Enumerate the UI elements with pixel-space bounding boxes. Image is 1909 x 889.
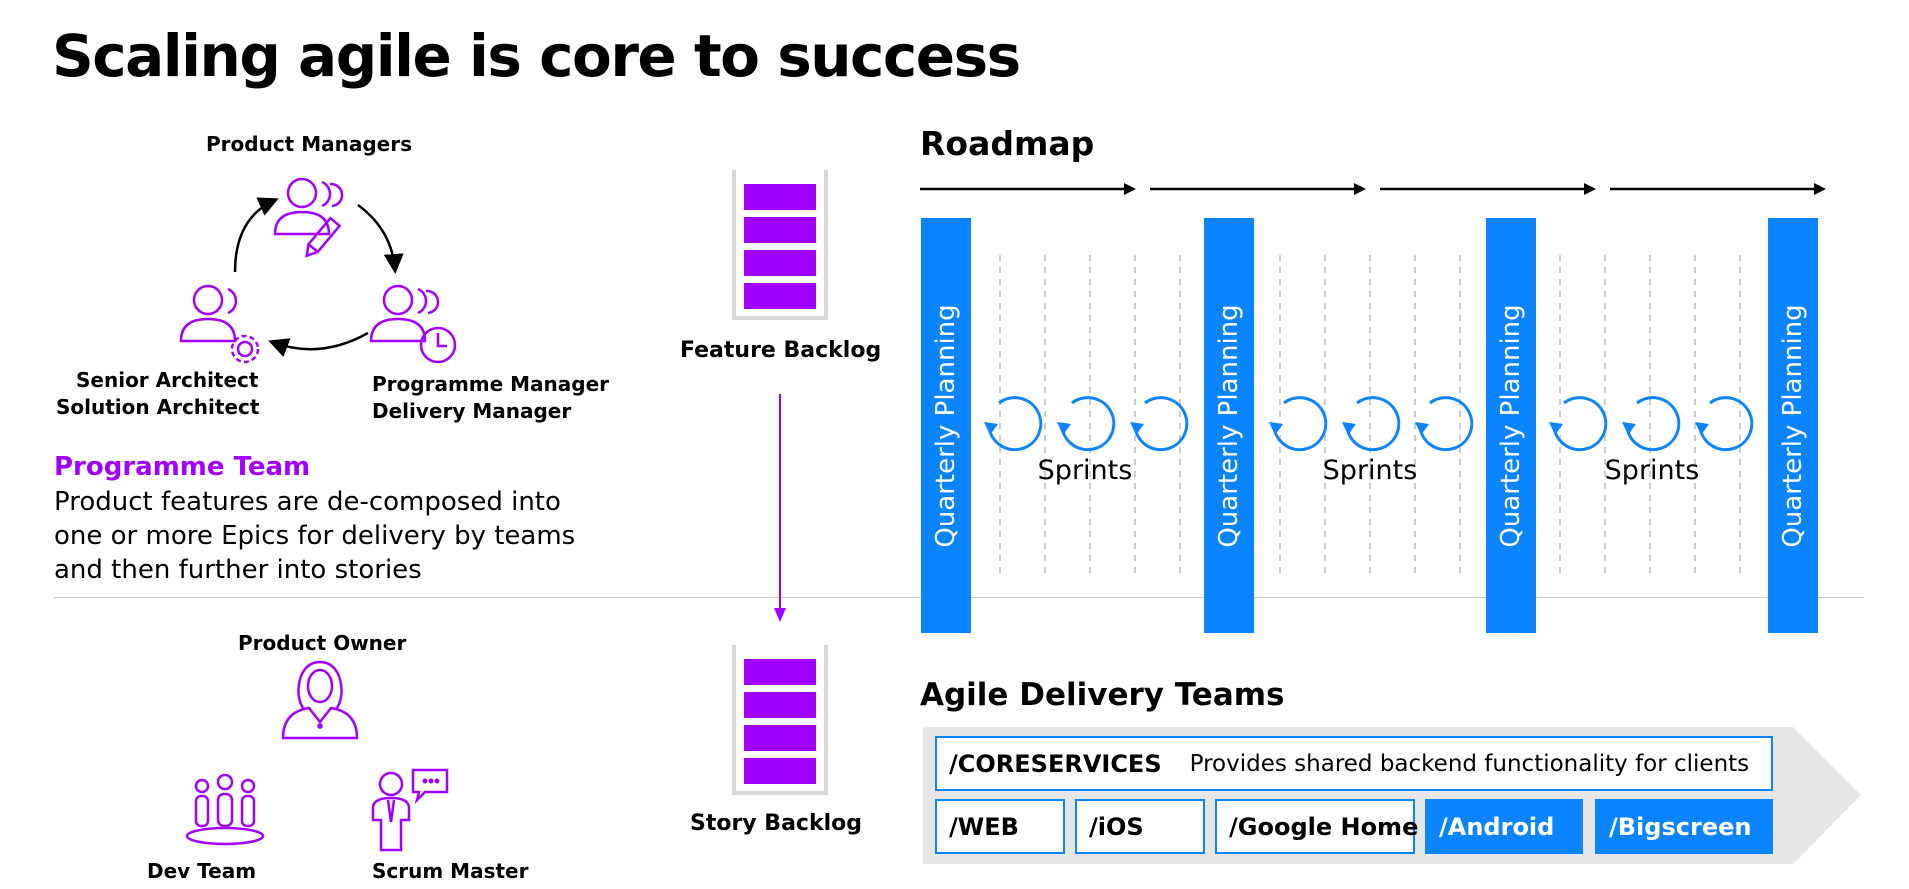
- quarterly-planning-bar: Quarterly Planning: [921, 218, 971, 633]
- quarterly-planning-bar: Quarterly Planning: [1768, 218, 1818, 633]
- scrum-master-icon: [371, 768, 449, 852]
- quarterly-planning-bar: Quarterly Planning: [1486, 218, 1536, 633]
- team-box-web: /WEB: [935, 799, 1065, 854]
- feature-backlog-icon: [732, 170, 828, 320]
- team-box-android: /Android: [1425, 799, 1583, 854]
- story-backlog-icon: [732, 645, 828, 795]
- sprints-label: Sprints: [1037, 455, 1133, 486]
- programme-team-description: Product features are de-composed into on…: [54, 487, 576, 585]
- sprint-cycle-icon: [1693, 396, 1754, 452]
- scrum-master-label: Scrum Master: [372, 859, 529, 883]
- cycle-arrow-left: [233, 197, 279, 273]
- sprint-cycle-icon: [1547, 396, 1608, 452]
- sprint-cycle-icon: [1267, 396, 1328, 452]
- solution-architect-label: Solution Architect: [56, 395, 260, 419]
- clock-icon: [419, 326, 457, 364]
- sprint-cycle-icon: [982, 396, 1043, 452]
- cycle-arrow-bottom: [268, 331, 369, 357]
- product-owner-label: Product Owner: [238, 631, 407, 655]
- sprints-label: Sprints: [1604, 455, 1700, 486]
- quarterly-planning-bar: Quarterly Planning: [1204, 218, 1254, 633]
- programme-cycle-diagram: [179, 177, 457, 364]
- sprint-cycle-icon: [1620, 396, 1681, 452]
- sprints-label: Sprints: [1322, 455, 1418, 486]
- architect-icon: [179, 284, 260, 364]
- agile-delivery-area: /CORESERVICES Provides shared backend fu…: [923, 727, 1863, 864]
- story-backlog-label: Story Backlog: [689, 811, 862, 836]
- team-box-ios: /iOS: [1075, 799, 1205, 854]
- sprint-cycle-icon: [1413, 396, 1474, 452]
- programme-manager-label: Programme Manager: [372, 372, 610, 396]
- sprint-cycle-icon: [1340, 396, 1401, 452]
- cycle-arrow-top-right: [357, 203, 404, 274]
- team-box-bigscreen: /Bigscreen: [1595, 799, 1773, 854]
- backlog-flow-arrow: [774, 394, 786, 622]
- coreservices-description: Provides shared backend functionality fo…: [1189, 750, 1750, 777]
- dev-team-icon: [185, 773, 265, 846]
- roadmap-arrows: [920, 183, 1826, 195]
- product-managers-label: Product Managers: [206, 132, 412, 156]
- pencil-icon: [305, 216, 342, 258]
- coreservices-box: /CORESERVICES Provides shared backend fu…: [935, 736, 1773, 791]
- sprint-cycle-icon: [1055, 396, 1116, 452]
- product-owner-icon: [281, 660, 359, 740]
- feature-backlog-label: Feature Backlog: [680, 338, 882, 363]
- speech-bubble-icon: [411, 768, 449, 805]
- coreservices-name: /CORESERVICES: [949, 749, 1162, 778]
- team-box-google-home: /Google Home: [1215, 799, 1418, 854]
- delivery-manager-label: Delivery Manager: [372, 399, 572, 423]
- product-managers-icon: [273, 177, 344, 258]
- programme-team-title: Programme Team: [54, 452, 311, 482]
- agile-delivery-title: Agile Delivery Teams: [920, 677, 1285, 713]
- sprint-cycle-icon: [1128, 396, 1189, 452]
- page-title: Scaling agile is core to success: [52, 22, 1021, 90]
- senior-architect-label: Senior Architect: [76, 368, 259, 392]
- gear-icon: [230, 334, 260, 364]
- dev-team-label: Dev Team: [147, 859, 257, 883]
- roadmap-title: Roadmap: [920, 124, 1095, 163]
- programme-manager-icon: [369, 284, 457, 364]
